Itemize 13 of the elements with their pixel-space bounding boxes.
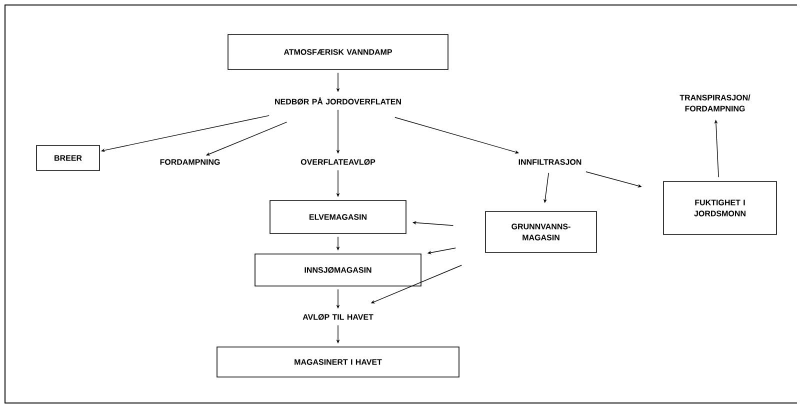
process-label: OVERFLATEAVLØP	[300, 158, 376, 165]
process-box: BREER	[36, 145, 100, 171]
process-box: ATMOSFÆRISK VANNDAMP	[228, 34, 448, 70]
process-label: INNFILTRASJON	[518, 159, 582, 165]
process-label: TRANSPIRASJON/ FORDAMPNING	[680, 94, 750, 112]
process-box: FUKTIGHET I JORDSMONN	[663, 181, 777, 235]
process-label: FORDAMPNING	[160, 159, 220, 165]
process-box: GRUNNVANNS- MAGASIN	[485, 211, 597, 253]
process-box: MAGASINERT I HAVET	[216, 346, 460, 378]
process-label: AVLØP TIL HAVET	[302, 314, 374, 320]
process-label: NEDBØR PÅ JORDOVERFLATEN	[275, 97, 401, 105]
process-box: INNSJØMAGASIN	[254, 254, 422, 286]
process-box: ELVEMAGASIN	[270, 200, 406, 234]
